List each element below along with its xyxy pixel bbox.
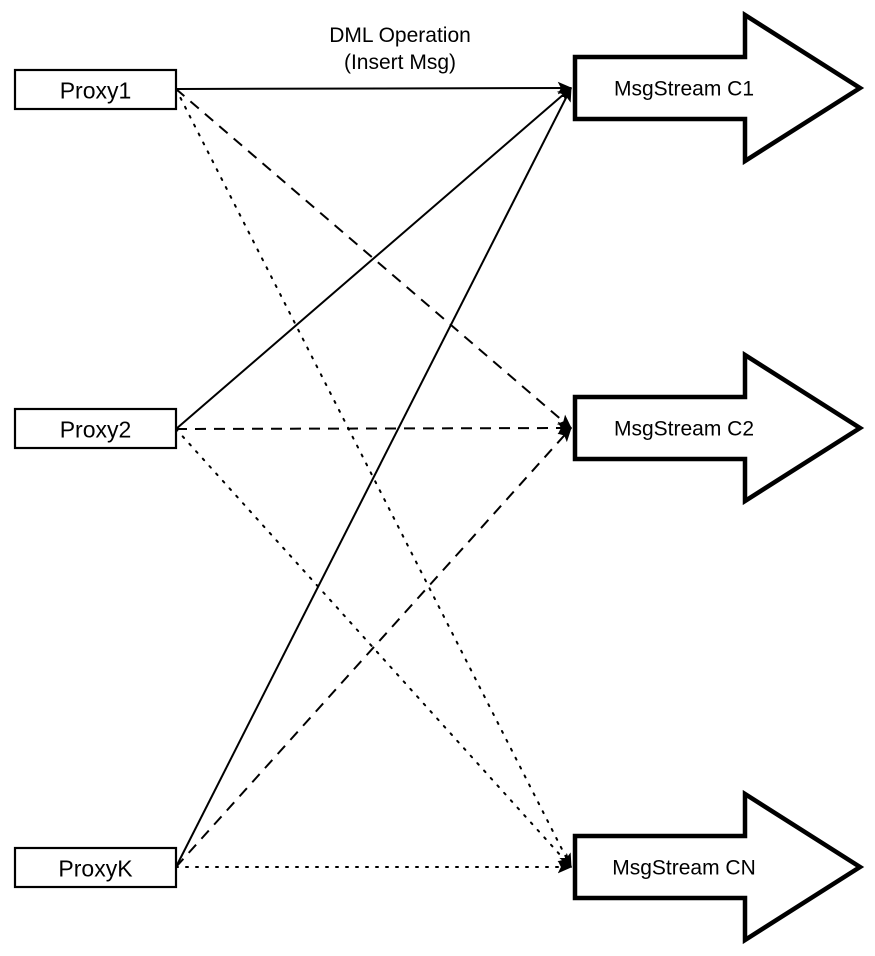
proxy-box-proxy1[interactable]: [13, 68, 178, 111]
proxy-box-proxy2[interactable]: [13, 407, 178, 450]
stream-label-stream_c1: MsgStream C1: [614, 78, 754, 101]
stream-label-stream_c2: MsgStream C2: [614, 418, 754, 441]
connection-proxy2-to-c1[interactable]: [175, 87, 572, 430]
stream-node-stream_c2[interactable]: MsgStream C2: [572, 350, 865, 506]
edge-label-dml-operation: DML Operation (Insert Msg): [329, 24, 471, 74]
edge-label-line2: (Insert Msg): [344, 51, 456, 74]
stream-node-stream_cn[interactable]: MsgStream CN: [572, 789, 865, 945]
block-arrow-icon-stream_c1[interactable]: [572, 10, 865, 166]
block-arrow-icon-stream_cn[interactable]: [572, 789, 865, 945]
connection-proxy1-to-c2[interactable]: [175, 88, 572, 429]
stream-label-stream_cn: MsgStream CN: [612, 857, 756, 880]
proxy-label-proxyK: ProxyK: [58, 856, 133, 882]
stream-node-stream_c1[interactable]: MsgStream C1: [572, 10, 865, 166]
connection-layer: [175, 81, 573, 874]
connection-proxyK-to-c1[interactable]: [175, 86, 572, 868]
proxy-label-proxy1: Proxy1: [60, 78, 132, 104]
proxy-node-proxy2[interactable]: Proxy2: [13, 407, 178, 450]
edge-label-line1: DML Operation: [329, 24, 471, 47]
proxy-node-proxyK[interactable]: ProxyK: [13, 846, 178, 889]
connection-proxy2-to-cn[interactable]: [175, 428, 572, 868]
connection-proxyK-to-c2[interactable]: [175, 427, 572, 868]
connection-proxy2-to-c2[interactable]: [175, 421, 573, 435]
connection-proxy1-to-c1[interactable]: [175, 81, 573, 95]
proxy-box-proxyK[interactable]: [13, 846, 178, 889]
proxy-label-proxy2: Proxy2: [60, 417, 132, 443]
block-arrow-icon-stream_c2[interactable]: [572, 350, 865, 506]
proxy-node-proxy1[interactable]: Proxy1: [13, 68, 178, 111]
